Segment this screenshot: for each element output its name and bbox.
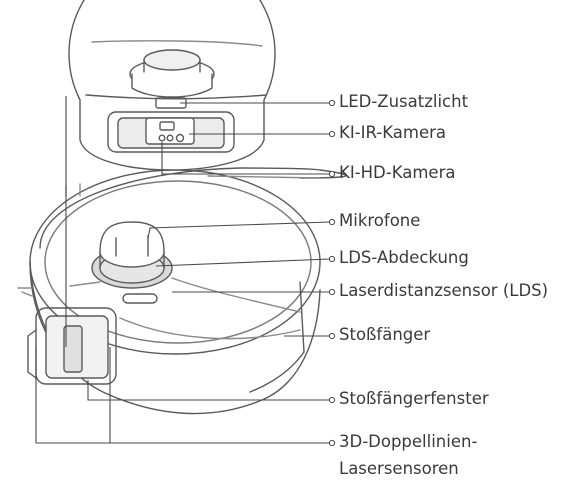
label-lds-sensor: Laserdistanzsensor (LDS) <box>339 281 549 300</box>
label-bumper-window: Stoßfängerfenster <box>339 389 489 408</box>
front-sensor-window <box>27 307 117 385</box>
label-led-light: LED-Zusatzlicht <box>339 92 469 111</box>
label-microphones: Mikrofone <box>339 211 421 230</box>
lds-turret <box>69 221 301 313</box>
label-ai-hd-camera: KI-HD-Kamera <box>339 163 456 182</box>
magnified-inset <box>68 0 276 171</box>
label-lds-cover: LDS-Abdeckung <box>339 248 469 267</box>
label-line-laser-2: Lasersensoren <box>339 459 459 478</box>
label-ai-ir-camera: KI-IR-Kamera <box>339 123 447 142</box>
leader-lines <box>35 96 331 444</box>
leader-dots <box>328 99 336 447</box>
label-bumper: Stoßfänger <box>339 325 431 344</box>
label-line-laser-1: 3D-Doppellinien- <box>339 432 478 451</box>
